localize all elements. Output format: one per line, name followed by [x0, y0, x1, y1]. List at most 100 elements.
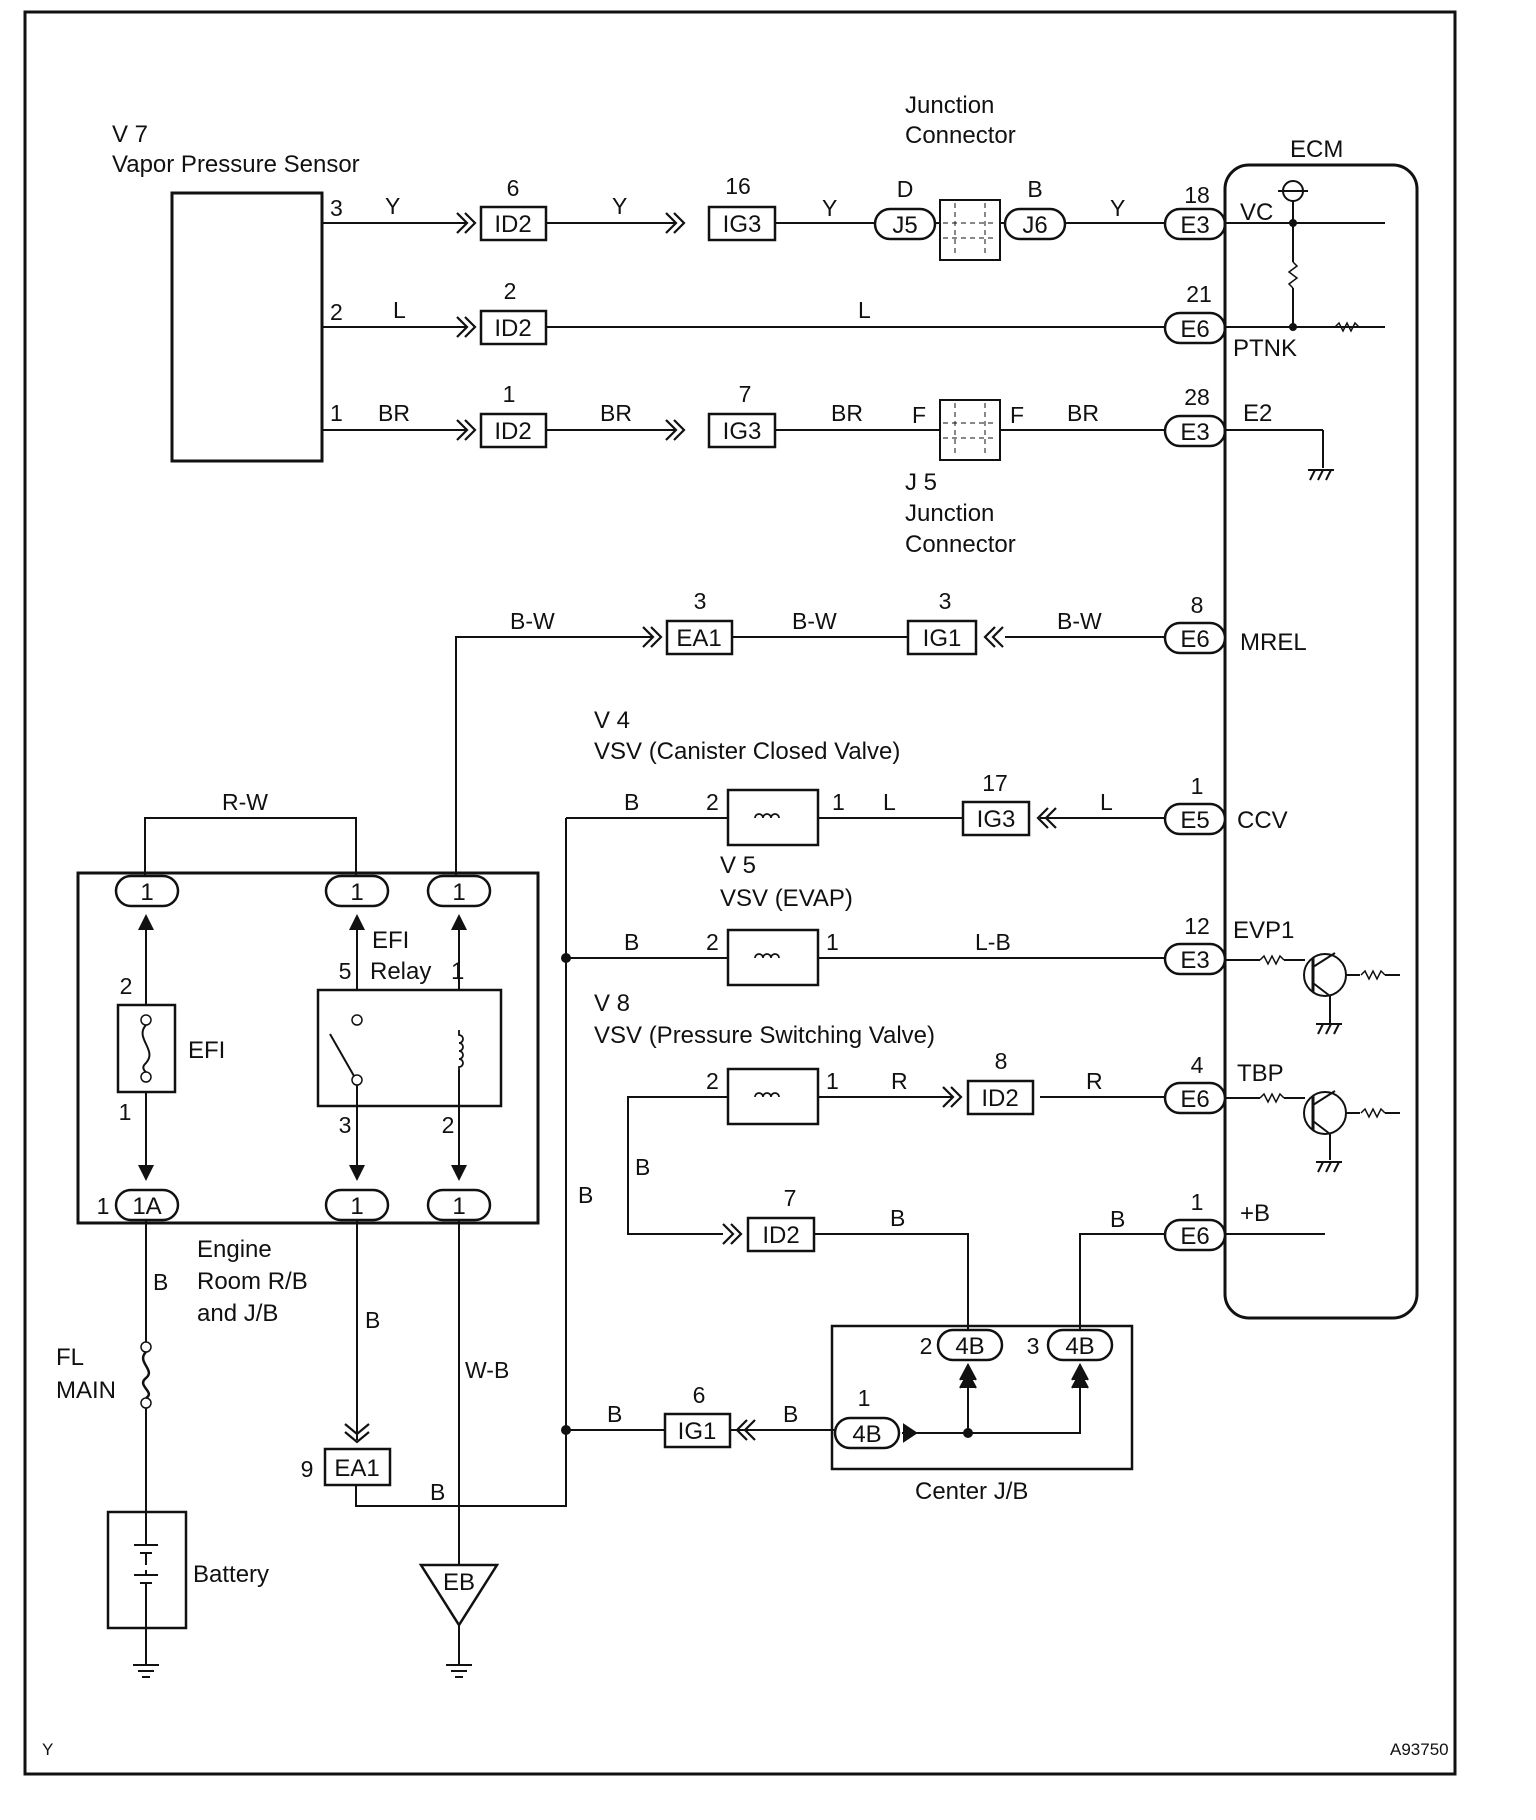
e3-pin-18: 18: [1184, 182, 1210, 208]
id2-label: ID2: [494, 418, 531, 445]
e6-pin-21: 21: [1186, 281, 1212, 307]
junction-connector-top: [939, 199, 1001, 261]
ig3-label: IG3: [977, 806, 1016, 833]
wire-color-b: B: [430, 1479, 445, 1505]
e6-label: E6: [1180, 1086, 1209, 1113]
pin-1: 1: [140, 879, 153, 906]
row-plus-b-circuit: B E6 1: [1079, 1189, 1325, 1330]
ecm-internal-evp1-transistor: [1225, 952, 1400, 1035]
ig1-connector: [663, 1412, 732, 1449]
id2-pin-8: 8: [995, 1048, 1008, 1074]
footer-figure-id: A93750: [1390, 1740, 1449, 1759]
ecm-terminal-e2: E2: [1243, 400, 1272, 427]
v4-pin-2: 2: [706, 789, 719, 815]
4b-connector: [833, 1416, 901, 1450]
efi-pin-2: 2: [120, 973, 133, 999]
wire-color-l: L: [393, 297, 406, 323]
engine-room-label: Room R/B: [197, 1268, 308, 1295]
e6-pin-4: 4: [1191, 1052, 1204, 1078]
ecm-internal-vc: [1278, 180, 1360, 332]
ig1-pin-6: 6: [693, 1382, 706, 1408]
wire-color-bw: B-W: [792, 608, 837, 634]
row-ig1-6-circuit: B IG1 6 B: [566, 1382, 835, 1449]
v7-name-label: Vapor Pressure Sensor: [112, 151, 360, 178]
efi-relay-pin-3: 3: [339, 1112, 352, 1138]
id2-connector: [479, 309, 548, 346]
junction-connector-label: Junction: [905, 500, 994, 527]
ea1-label: EA1: [676, 625, 721, 652]
1a-label: 1A: [132, 1193, 161, 1220]
wire-color-l: L: [883, 789, 896, 815]
wire-color-r: R: [891, 1068, 908, 1094]
ecm-e5-connector: [1163, 802, 1227, 836]
ecm-e6-connector: [1163, 621, 1227, 655]
row-mrel-circuit: B-W EA1 3 B-W IG1 3 B-W E6 8: [455, 588, 1227, 878]
ecm-terminal-evp1: EVP1: [1233, 917, 1294, 944]
v4-name-label: VSV (Canister Closed Valve): [594, 738, 900, 765]
ecm-terminal-ptnk: PTNK: [1233, 335, 1297, 362]
ig3-connector: [707, 412, 777, 449]
ecm-terminal-plus-b: +B: [1240, 1200, 1270, 1227]
e6-pin-1: 1: [1191, 1189, 1204, 1215]
id2-pin-2: 2: [504, 278, 517, 304]
ig3-label: IG3: [723, 211, 762, 238]
row-ptnk-circuit: 2 L ID2 2 L E6 21: [322, 278, 1385, 346]
efi-relay-connector: [324, 874, 390, 908]
center-jb-label: Center J/B: [915, 1478, 1028, 1505]
page-frame: [23, 10, 1457, 1776]
wire-color-b: B: [624, 789, 639, 815]
engine-room-label: and J/B: [197, 1300, 278, 1327]
wire-color-bw: B-W: [510, 608, 555, 634]
vsv-pressure-switching-valve: [726, 1067, 820, 1126]
v7-pin-3: 3: [330, 195, 343, 221]
eb-label: EB: [443, 1569, 475, 1596]
efi-pin-1: 1: [119, 1099, 132, 1125]
ea1-pin-9: 9: [301, 1456, 314, 1482]
e3-pin-12: 12: [1184, 913, 1210, 939]
wire-color-br: BR: [378, 400, 410, 426]
row-vc-circuit: 3 Y ID2 6 Y IG3 16 Y J5 D J6 B Y E3 18: [322, 173, 1385, 261]
ecm-e3-connector: [1163, 942, 1227, 976]
fl-main-fusible-link: [141, 1351, 151, 1400]
e3-label: E3: [1180, 419, 1209, 446]
row-e2-circuit: 1 BR ID2 1 BR IG3 7 BR F F BR E3 28: [322, 381, 1335, 481]
e6-label: E6: [1180, 1223, 1209, 1250]
eb-ground-point: [418, 1563, 500, 1628]
j5-id-label: J 5: [905, 469, 937, 496]
v5-id-label: V 5: [720, 852, 756, 879]
wire-color-b: B: [365, 1307, 380, 1333]
e3-label: E3: [1180, 212, 1209, 239]
row-tbp-circuit: 2 1 R ID2 8 R E6 4 B: [627, 1048, 1227, 1235]
v5-name-label: VSV (EVAP): [720, 885, 853, 912]
wire-color-lb: L-B: [975, 929, 1011, 955]
row-ccv-circuit: B 2 1 L IG3 17 L E5 1: [566, 770, 1227, 847]
e5-label: E5: [1180, 807, 1209, 834]
wire-color-y: Y: [1110, 195, 1125, 221]
4b-pin-1: 1: [858, 1385, 871, 1411]
battery-label: Battery: [193, 1561, 269, 1588]
id2-pin-7: 7: [784, 1185, 797, 1211]
ea1-label: EA1: [334, 1455, 379, 1482]
ig1-pin-3: 3: [939, 588, 952, 614]
ground-b-bus: [355, 818, 567, 1507]
v8-pin-1: 1: [826, 1068, 839, 1094]
center-jb-internals: 4B 2 4B 3 4B 1: [833, 1328, 1114, 1450]
r-w-jumper: [144, 817, 357, 893]
wire-color-b: B: [578, 1182, 593, 1208]
wire-color-br: BR: [600, 400, 632, 426]
ecm-e6-connector: [1163, 1218, 1227, 1252]
vsv-canister-closed-valve: [726, 788, 820, 847]
e3-label: E3: [1180, 947, 1209, 974]
wire-color-b: B: [153, 1269, 168, 1295]
v5-pin-1: 1: [826, 929, 839, 955]
junction-connector-label: Connector: [905, 122, 1016, 149]
j6-connector: [1003, 207, 1067, 241]
pin-1: 1: [452, 1193, 465, 1220]
wire-color-br: BR: [831, 400, 863, 426]
ea1-pin-3: 3: [694, 588, 707, 614]
id2-connector: [479, 205, 548, 242]
wire-color-bw: B-W: [1057, 608, 1102, 634]
4b-label: 4B: [955, 1333, 984, 1360]
wire-color-b: B: [1110, 1206, 1125, 1232]
j5-pin-d: D: [897, 176, 914, 202]
